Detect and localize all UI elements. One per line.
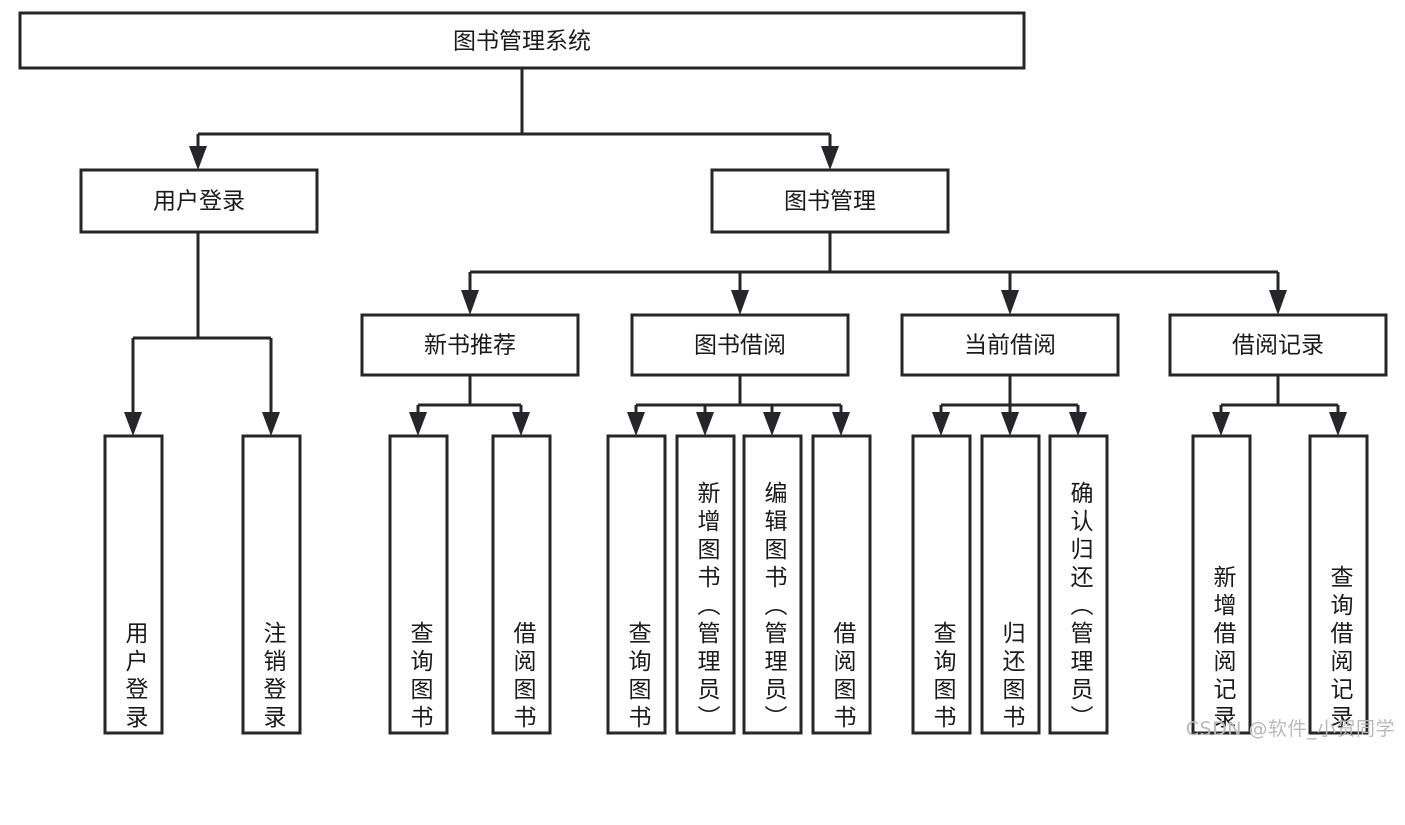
user-login-label: 用户登录 (153, 189, 245, 215)
arrow-root-to-user-login (189, 146, 207, 170)
arrow-to-current-borrow (1001, 290, 1019, 315)
new-book-recommend-box[interactable] (360, 313, 580, 377)
connector-layer (124, 68, 1347, 436)
current-borrow-label: 当前借阅 (964, 333, 1056, 359)
leaf-box-bookborrow-add[interactable] (675, 434, 736, 735)
leaf-box-borrowrecord-query[interactable] (1308, 434, 1369, 735)
book-borrow-label: 图书借阅 (694, 333, 786, 359)
node-root-book-management-system[interactable]: 图书管理系统 (18, 11, 1026, 70)
node-borrow-record[interactable]: 借阅记录 (1168, 313, 1388, 377)
arrow-bookborrow-leaf-2 (696, 412, 714, 436)
root-box[interactable] (18, 11, 1026, 70)
book-management-box[interactable] (710, 168, 950, 234)
root-label: 图书管理系统 (453, 29, 591, 55)
arrow-bookborrow-leaf-3 (763, 412, 781, 436)
arrow-currentborrow-leaf-3 (1069, 412, 1087, 436)
node-current-borrow[interactable]: 当前借阅 (900, 313, 1120, 377)
leaf-box-currentborrow-confirm[interactable] (1048, 434, 1109, 735)
node-user-login[interactable]: 用户登录 (79, 168, 319, 234)
node-new-book-recommend[interactable]: 新书推荐 (360, 313, 580, 377)
arrow-currentborrow-leaf-1 (932, 412, 950, 436)
leaf-box-newbook-borrow[interactable] (491, 434, 552, 735)
leaf-box-bookborrow-query[interactable] (606, 434, 667, 735)
borrow-record-label: 借阅记录 (1232, 333, 1324, 359)
arrow-currentborrow-leaf-2 (1001, 412, 1019, 436)
user-login-box[interactable] (79, 168, 319, 234)
leaf-box-currentborrow-query[interactable] (911, 434, 972, 735)
leaf-box-bookborrow-borrow[interactable] (811, 434, 872, 735)
flowchart-diagram: 图书管理系统 用户登录 图书管理 新书推荐 图书借阅 当前借阅 借阅记录 (18, 11, 1395, 740)
leaf-box-layer (103, 434, 1369, 735)
leaf-box-user-login-login[interactable] (103, 434, 164, 735)
new-book-recommend-label: 新书推荐 (424, 333, 516, 359)
csdn-watermark: CSDN @软件_小贺同学 (1185, 718, 1395, 740)
node-book-management[interactable]: 图书管理 (710, 168, 950, 234)
arrow-userlogin-leaf-1 (124, 412, 142, 436)
flowchart-svg: 图书管理系统 用户登录 图书管理 新书推荐 图书借阅 当前借阅 借阅记录 (18, 11, 1388, 735)
leaf-box-newbook-query[interactable] (388, 434, 449, 735)
arrow-root-to-book-manage (821, 146, 839, 170)
arrow-borrowrecord-leaf-2 (1329, 412, 1347, 436)
borrow-record-box[interactable] (1168, 313, 1388, 377)
arrow-bookborrow-leaf-4 (832, 412, 850, 436)
book-management-label: 图书管理 (784, 189, 876, 215)
arrow-to-borrow-record (1269, 290, 1287, 315)
arrow-userlogin-leaf-2 (262, 412, 280, 436)
leaf-box-currentborrow-return[interactable] (980, 434, 1041, 735)
arrow-to-book-borrow (731, 290, 749, 315)
leaf-box-bookborrow-edit[interactable] (742, 434, 803, 735)
arrow-borrowrecord-leaf-1 (1212, 412, 1230, 436)
leaf-box-borrowrecord-add[interactable] (1191, 434, 1252, 735)
arrow-newbook-leaf-1 (409, 412, 427, 436)
leaf-box-user-login-logout[interactable] (241, 434, 302, 735)
arrow-newbook-leaf-2 (512, 412, 530, 436)
arrow-to-new-book-recommend (461, 290, 479, 315)
book-borrow-box[interactable] (630, 313, 850, 377)
current-borrow-box[interactable] (900, 313, 1120, 377)
arrow-bookborrow-leaf-1 (627, 412, 645, 436)
node-book-borrow[interactable]: 图书借阅 (630, 313, 850, 377)
